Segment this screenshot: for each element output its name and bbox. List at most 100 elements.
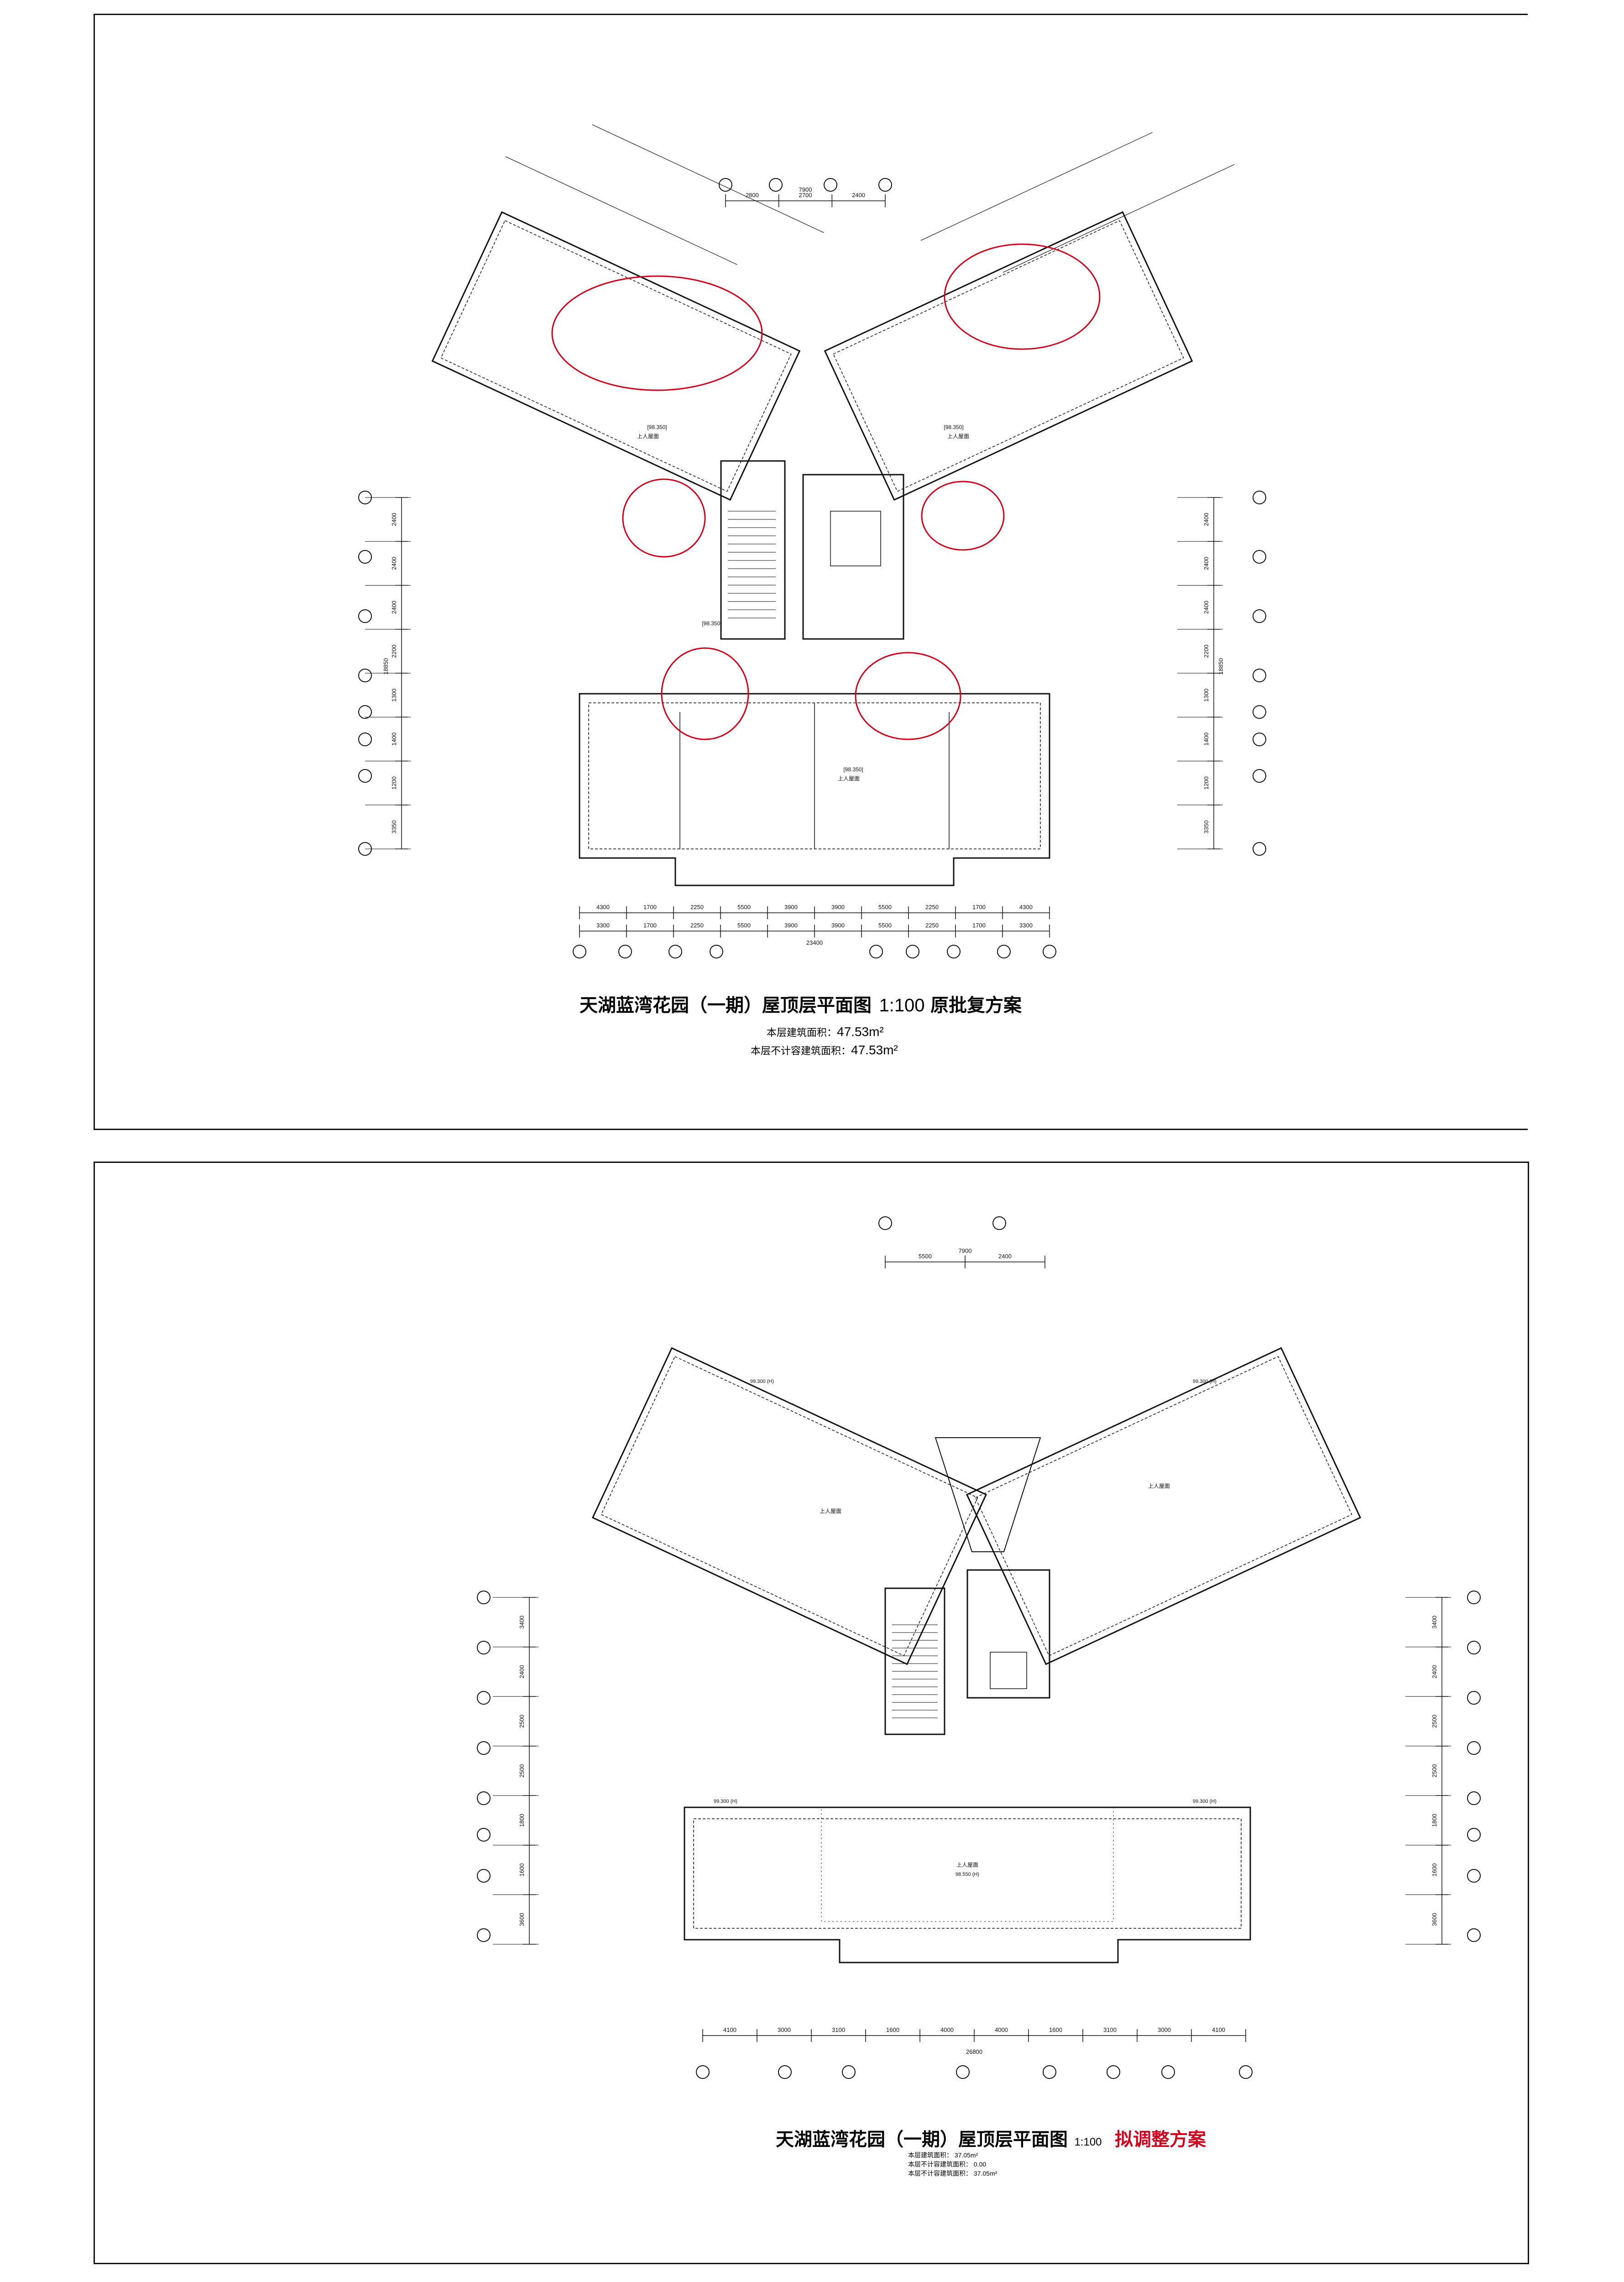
plan-b-note-2-label: 本层不计容建筑面积： bbox=[908, 2161, 972, 2168]
plan-a-bottom-dims-2-text: 2250 bbox=[925, 922, 939, 929]
plan-b-right-dims-text: 3600 bbox=[1431, 1913, 1438, 1926]
plan-b-note-1-label: 本层建筑面积： bbox=[908, 2151, 953, 2159]
plan-b-terrace-zone bbox=[821, 1807, 1114, 1922]
plan-b-bottom-dims-text: 3100 bbox=[1103, 2026, 1117, 2033]
plan-a-right-dims-text: 3350 bbox=[1203, 820, 1210, 833]
review-circle-mark bbox=[551, 275, 763, 391]
plan-a-bottom-dims-2-text: 3300 bbox=[1019, 922, 1033, 929]
plan-a-wing-dim-line bbox=[920, 132, 1153, 241]
plan-b-central-notch bbox=[935, 1437, 1041, 1552]
plan-b-top-total: 7900 bbox=[959, 1247, 972, 1254]
plan-a-area-2: 本层不计容建筑面积：47.53m² bbox=[751, 1043, 898, 1057]
plan-a-left-dims-text: 1300 bbox=[391, 689, 397, 702]
plan-a-area-value-2: 47.53m² bbox=[851, 1043, 898, 1057]
plan-b-stair-core bbox=[884, 1587, 945, 1735]
plan-b-bottom-dims-text: 1600 bbox=[1049, 2026, 1062, 2033]
plan-a-right-dims-text: 2400 bbox=[1203, 513, 1210, 526]
plan-a-area-label-1: 本层建筑面积： bbox=[767, 1027, 837, 1038]
plan-b-axis-bubble-left bbox=[477, 1869, 491, 1883]
review-circle-mark bbox=[921, 481, 1005, 551]
plan-a-bottom-dims-2-text: 3300 bbox=[596, 922, 610, 929]
plan-a-left-wing-inner bbox=[440, 220, 792, 492]
plan-b-axis-bubble-bottom bbox=[778, 2065, 792, 2079]
plan-a-south-block-inner bbox=[588, 702, 1041, 849]
plan-b-axis-bubble-top bbox=[992, 1216, 1006, 1230]
plan-b-left-wing-inner bbox=[601, 1356, 978, 1656]
plan-a-right-dims-text: 1300 bbox=[1203, 689, 1210, 702]
plan-a-top-dims-text: 2700 bbox=[799, 192, 812, 199]
plan-a-axis-bubble-bottom bbox=[618, 945, 632, 958]
plan-a-top-total: 7900 bbox=[799, 186, 812, 193]
plan-b-axis-bubble-bottom bbox=[1107, 2065, 1120, 2079]
plan-a-left-wing bbox=[431, 211, 801, 501]
plan-a-bottom-dims-2-text: 5500 bbox=[878, 922, 892, 929]
plan-b-left-dims-text: 2400 bbox=[518, 1665, 525, 1678]
plan-b-note-1: 本层建筑面积： 37.05m² bbox=[908, 2151, 997, 2160]
plan-b-note-3-value: 37.05m² bbox=[973, 2170, 997, 2177]
plan-a-axis-bubble-top bbox=[719, 178, 732, 192]
plan-a-wing-dim-line bbox=[592, 124, 824, 233]
plan-b-axis-bubble-top bbox=[878, 1216, 892, 1230]
plan-a-scale: 1:100 bbox=[879, 995, 925, 1015]
plan-b-elevator-core bbox=[966, 1569, 1050, 1699]
plan-a-left-dims-text: 2400 bbox=[391, 601, 397, 614]
plan-a-axis-bubble-bottom bbox=[869, 945, 883, 958]
plan-b-right-wing bbox=[966, 1347, 1362, 1665]
review-circle-mark bbox=[622, 478, 706, 558]
plan-a-right-wing-inner bbox=[833, 220, 1184, 492]
plan-a-right-dims-text: 2400 bbox=[1203, 557, 1210, 570]
plan-a-wing-dim-line bbox=[1003, 164, 1235, 273]
plan-a-left-wing-dimensions bbox=[592, 124, 824, 233]
plan-a-axis-bubble-top bbox=[878, 178, 892, 192]
plan-a-axis-bubble-left bbox=[358, 669, 372, 682]
plan-b-right-dims-text: 2500 bbox=[1431, 1715, 1438, 1728]
plan-b-elevation-label: 99.300 (H) bbox=[750, 1379, 774, 1384]
plan-b-title: 天湖蓝湾花园（一期）屋顶层平面图 bbox=[776, 2130, 1068, 2150]
plan-a-bottom-dims-1-text: 2250 bbox=[690, 904, 704, 911]
plan-b-axis-bubble-left bbox=[477, 1691, 491, 1705]
plan-b-axis-bubble-left bbox=[477, 1828, 491, 1842]
plan-a-left-dims-text: 2400 bbox=[391, 557, 397, 570]
plan-a-area-1: 本层建筑面积：47.53m² bbox=[767, 1025, 884, 1039]
plan-a-right-wing-dimensions bbox=[1003, 164, 1235, 273]
plan-b-axis-bubble-right bbox=[1467, 1828, 1481, 1842]
plan-b-bottom-dims-text: 4000 bbox=[940, 2026, 954, 2033]
plan-a-bottom-dims-1-text: 4300 bbox=[1019, 904, 1033, 911]
plan-b-axis-bubble-left bbox=[477, 1591, 491, 1604]
drawing-sheet-original bbox=[94, 14, 1528, 1130]
plan-a-bottom-dims-2-text: 5500 bbox=[737, 922, 751, 929]
plan-a-elevation-label: [98.350] bbox=[647, 424, 667, 430]
plan-a-axis-bubble-left bbox=[358, 609, 372, 623]
plan-a-axis-bubble-bottom bbox=[668, 945, 682, 958]
plan-b-right-dims-text: 2400 bbox=[1431, 1665, 1438, 1678]
plan-b-title-block: 天湖蓝湾花园（一期）屋顶层平面图 1:100 拟调整方案 bbox=[776, 2125, 1206, 2151]
plan-b-bottom-total: 26800 bbox=[966, 2048, 982, 2055]
plan-b-axis-bubble-left bbox=[477, 1928, 491, 1942]
plan-a-bottom-total: 23400 bbox=[806, 939, 823, 946]
plan-b-note-3-label: 本层不计容建筑面积： bbox=[908, 2170, 972, 2177]
plan-a-axis-bubble-bottom bbox=[906, 945, 919, 958]
plan-b-room-label: 上人屋面 bbox=[956, 1862, 978, 1868]
plan-b-bottom-dims-text: 4000 bbox=[995, 2026, 1008, 2033]
plan-a-room-label: 上人屋面 bbox=[637, 433, 659, 440]
review-circle-mark bbox=[855, 652, 961, 740]
plan-b-left-dims-text: 2500 bbox=[518, 1764, 525, 1778]
plan-b-axis-bubble-right bbox=[1467, 1928, 1481, 1942]
plan-b-axis-bubble-left bbox=[477, 1741, 491, 1755]
plan-b-bottom-dims-text: 3100 bbox=[832, 2026, 845, 2033]
plan-a-right-wing-dimensions bbox=[920, 132, 1153, 241]
plan-a-axis-bubble-top bbox=[769, 178, 783, 192]
plan-b-axis-bubble-left bbox=[477, 1641, 491, 1654]
plan-a-elevation-label: [98.350] bbox=[702, 620, 721, 627]
plan-b-room-label: 上人屋面 bbox=[820, 1508, 841, 1514]
plan-b-axis-bubble-bottom bbox=[1161, 2065, 1175, 2079]
plan-b-right-dims-text: 3400 bbox=[1431, 1616, 1438, 1629]
plan-b-left-dims-text: 3600 bbox=[518, 1913, 525, 1926]
plan-b-bottom-dims-text: 4100 bbox=[723, 2026, 736, 2033]
plan-b-elevation-label: 99.300 (H) bbox=[1193, 1379, 1217, 1384]
plan-a-left-dims-text: 1200 bbox=[391, 776, 397, 790]
plan-a-area-label-2: 本层不计容建筑面积： bbox=[751, 1045, 851, 1057]
plan-b-note-1-value: 37.05m² bbox=[954, 2151, 978, 2159]
